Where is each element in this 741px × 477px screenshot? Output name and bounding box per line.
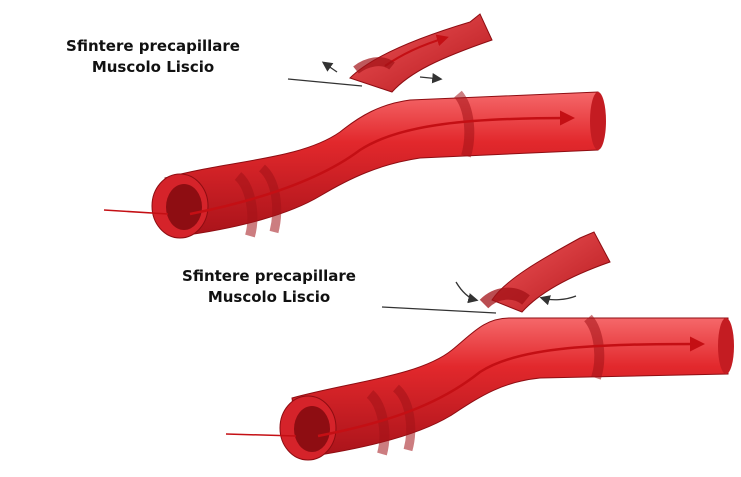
precapillary-sphincter-bottom [479, 287, 530, 309]
dilation-arrow-top-right [419, 73, 443, 84]
muscle-ring-top-2 [258, 164, 282, 234]
dilation-arrow-top-left [321, 61, 338, 73]
main-flow-arrow-bottom [317, 336, 705, 438]
panel-top-pointers [287, 61, 443, 87]
constriction-arrow-bottom-right [539, 295, 577, 306]
arteriole-body-bottom [291, 317, 729, 459]
sphincter-label-top-line-2: Muscolo Liscio [91, 58, 215, 76]
inflow-line-bottom [225, 433, 297, 437]
muscle-ring-bottom-2 [392, 384, 416, 452]
label-pointer-top [287, 78, 363, 87]
sphincter-label-bottom-line-1: Sfintere precapillare [182, 267, 356, 285]
precapillary-sphincter-top [353, 57, 395, 74]
arteriole-end-bottom [718, 318, 734, 374]
arteriole-lumen-inner-bottom [294, 406, 330, 452]
arteriole-end-top [590, 92, 606, 150]
arteriole-lumen-inner-top [166, 184, 202, 230]
sphincter-label-bottom-line-2: Muscolo Liscio [207, 288, 331, 306]
sphincter-label-bottom: Sfintere precapillare Muscolo Liscio [165, 266, 373, 308]
arteriole-body-top [164, 91, 599, 237]
panel-bottom-pointers [381, 281, 577, 314]
inflow-line-top [103, 209, 169, 215]
muscle-ring-top-1 [234, 172, 258, 238]
panel-bottom-vessels [225, 231, 734, 461]
muscle-ring-top-3 [453, 90, 475, 158]
sphincter-label-top: Sfintere precapillare Muscolo Liscio [58, 36, 248, 78]
constriction-arrow-bottom-left [455, 281, 479, 304]
label-pointer-bottom [381, 306, 497, 314]
main-flow-arrow-top [189, 110, 575, 216]
panel-top-vessels [103, 13, 606, 239]
sphincter-label-top-line-1: Sfintere precapillare [66, 37, 240, 55]
capillary-branch-top [349, 13, 493, 93]
